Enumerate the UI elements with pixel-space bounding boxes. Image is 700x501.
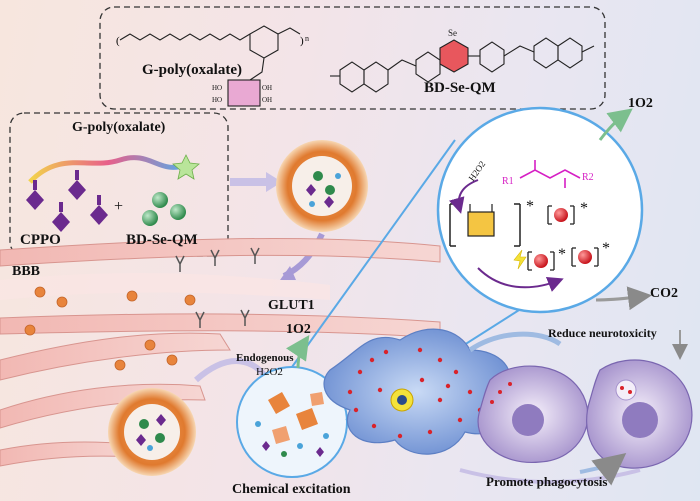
singlet-oxygen-top: 1O2 <box>628 96 653 111</box>
arrow-singlet-oxygen-top <box>598 108 633 141</box>
star-1: * <box>526 198 534 215</box>
glucose-star-icon <box>172 154 200 180</box>
cppo-molecules <box>26 170 108 232</box>
top-polymer-name: G-poly(oxalate) <box>142 62 242 78</box>
glut1-label: GLUT1 <box>268 298 315 313</box>
top-structure-panel <box>99 6 606 110</box>
bd-se-qm-particles <box>142 192 186 226</box>
r1-label: R1 <box>502 176 514 187</box>
star-2: * <box>580 200 588 217</box>
poly-oxalate-structure <box>119 25 301 107</box>
oh-label-3: OH <box>262 84 273 92</box>
blood-brain-barrier <box>0 237 441 467</box>
polymer-chain <box>28 155 186 184</box>
h2o2-env-label: H2O2 <box>256 366 283 378</box>
glut1-receptors <box>175 247 260 328</box>
left-polymer-label: G-poly(oxalate) <box>72 120 166 135</box>
promote-phagocytosis-label: Promote phagocytosis <box>486 474 608 489</box>
zoom-line-top <box>291 139 456 368</box>
mechanism-panel <box>436 106 644 314</box>
microglia-cell-1 <box>477 365 589 463</box>
singlet-oxygen-mid: 1O2 <box>286 322 311 337</box>
chemical-excitation-label: Chemical excitation <box>232 482 351 497</box>
microglia-cell-2 <box>586 359 693 469</box>
arrow-reduce <box>468 331 562 353</box>
endogenous-label: Endogenous <box>236 352 294 364</box>
arrow-to-cell-2 <box>579 453 627 486</box>
reduce-neurotoxicity-label: Reduce neurotoxicity <box>548 326 657 340</box>
oh-label-2: HO <box>212 96 223 104</box>
plus-sign: + <box>114 198 124 215</box>
subscript-n: n <box>305 34 309 43</box>
r2-label: R2 <box>582 172 594 183</box>
top-dye-name: BD-Se-QM <box>424 80 496 96</box>
bd-se-qm-structure <box>330 37 595 93</box>
bracket-left: ( <box>116 35 120 47</box>
co2-label: CO2 <box>650 286 678 301</box>
cppo-label: CPPO <box>20 232 61 248</box>
star-3: * <box>558 246 566 263</box>
nanoparticle-bottom <box>108 388 196 476</box>
star-4: * <box>602 240 610 257</box>
bracket-right: ) <box>300 35 304 47</box>
bbb-label: BBB <box>12 264 41 279</box>
chemical-excitation-zone <box>236 366 348 478</box>
se-label: Se <box>448 28 457 38</box>
arrow-singlet-oxygen-mid <box>286 335 310 369</box>
arrow-co2 <box>595 286 652 311</box>
nanoparticles-in-vessel <box>24 286 196 371</box>
oh-label-1: HO <box>212 84 223 92</box>
neuron-cell <box>323 328 511 455</box>
oh-label-4: OH <box>262 96 273 104</box>
left-dye-label: BD-Se-QM <box>126 232 198 248</box>
nanoparticle-top <box>276 140 368 232</box>
